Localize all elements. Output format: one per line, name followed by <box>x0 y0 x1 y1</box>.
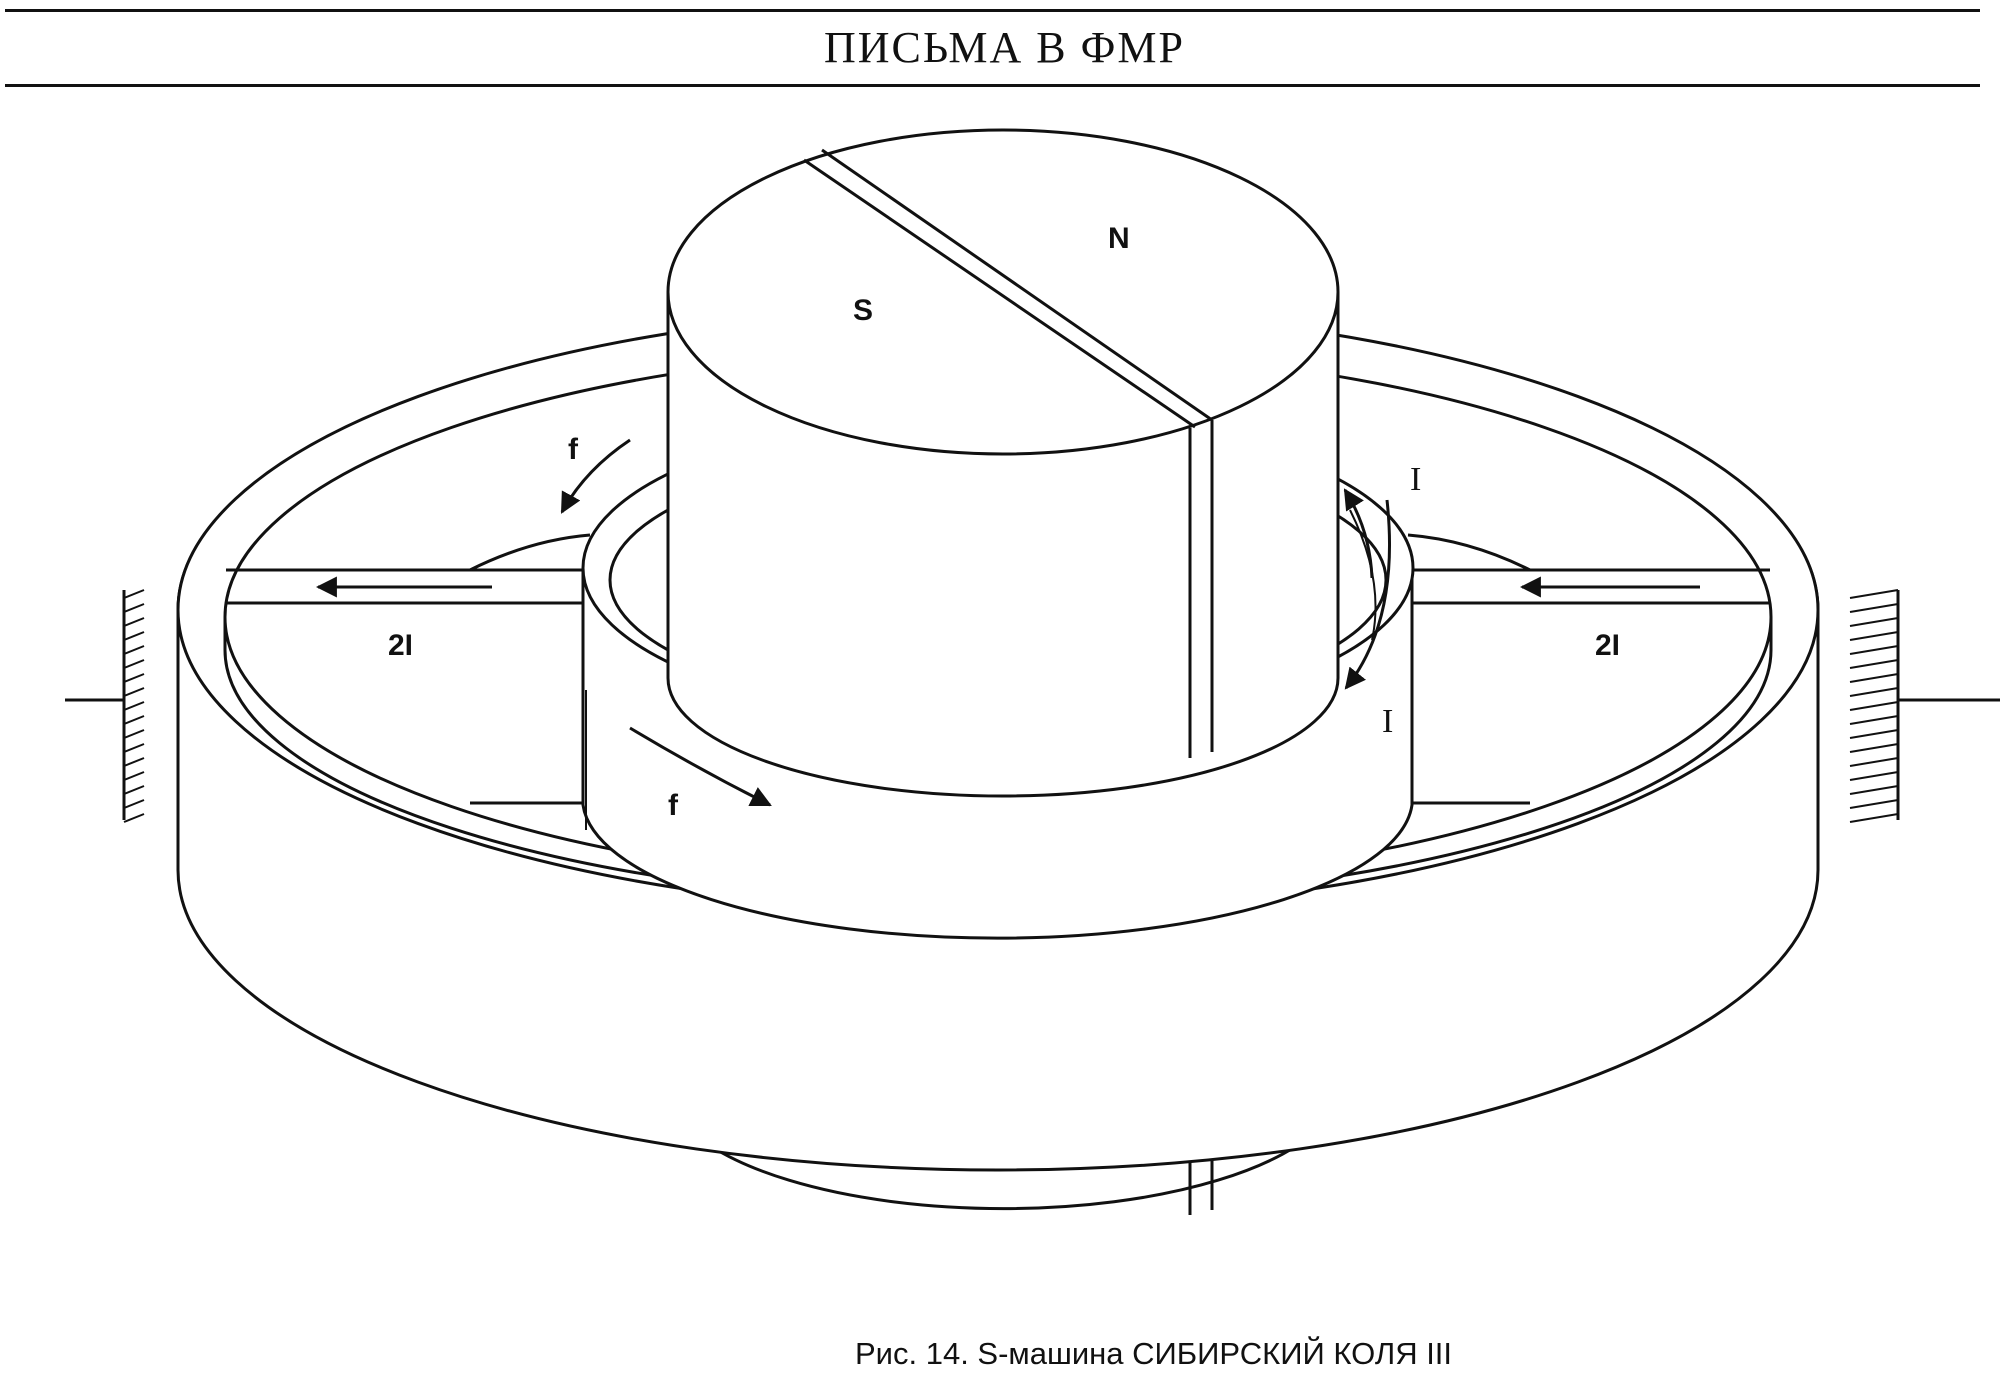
current-lines-extra <box>1349 509 1377 641</box>
header-rule-top <box>5 9 1980 12</box>
label-double-current-left: 2I <box>388 629 413 662</box>
left-wall-mount <box>65 589 145 823</box>
label-double-current-right: 2I <box>1595 629 1620 662</box>
label-current-top: I <box>1410 461 1421 498</box>
label-force-bottom: f <box>668 789 679 822</box>
label-current-bottom: I <box>1382 703 1393 740</box>
force-arrow-left <box>560 438 631 514</box>
label-north-pole: N <box>1108 222 1130 255</box>
right-wall-mount <box>1849 589 2000 823</box>
label-force-left: f <box>568 433 579 466</box>
label-south-pole: S <box>853 294 873 327</box>
page-header-title: ПИСЬМА В ФМР <box>823 23 1185 72</box>
force-arrow-bottom <box>629 726 772 807</box>
current-arrow-bottom <box>1344 499 1392 690</box>
figure-caption: Рис. 14. S-машина СИБИРСКИЙ КОЛЯ III <box>855 1336 1453 1371</box>
magnet-cylinder <box>666 128 1340 798</box>
header-rule-bottom <box>5 84 1980 87</box>
